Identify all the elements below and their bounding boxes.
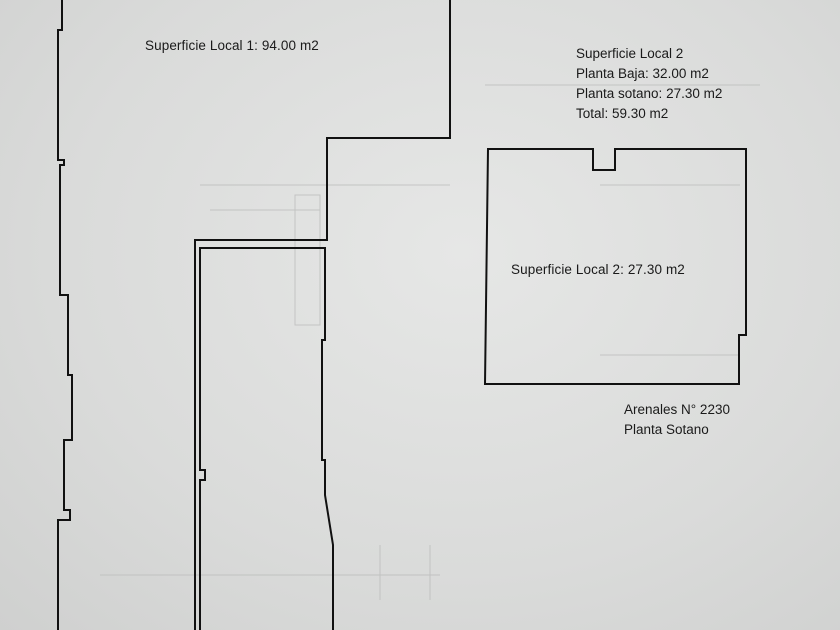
local1-corridor: [199, 247, 334, 630]
address-level: Planta Sotano: [624, 422, 709, 437]
ghost-lines: [100, 84, 760, 600]
local2-basement-area-label: Superficie Local 2: 27.30 m2: [511, 262, 685, 277]
local2-planta-baja: Planta Baja: 32.00 m2: [576, 66, 709, 81]
local1-outline: [57, 0, 451, 630]
local2-summary: Superficie Local 2 Planta Baja: 32.00 m2…: [576, 44, 722, 124]
local2-total: Total: 59.30 m2: [576, 106, 669, 121]
local2-basement-outline: [483, 148, 747, 385]
local2-summary-title: Superficie Local 2: [576, 46, 684, 61]
address-street: Arenales N° 2230: [624, 402, 730, 417]
local2-planta-sotano: Planta sotano: 27.30 m2: [576, 86, 723, 101]
address-block: Arenales N° 2230 Planta Sotano: [624, 400, 730, 440]
local1-area-label: Superficie Local 1: 94.00 m2: [145, 38, 319, 53]
